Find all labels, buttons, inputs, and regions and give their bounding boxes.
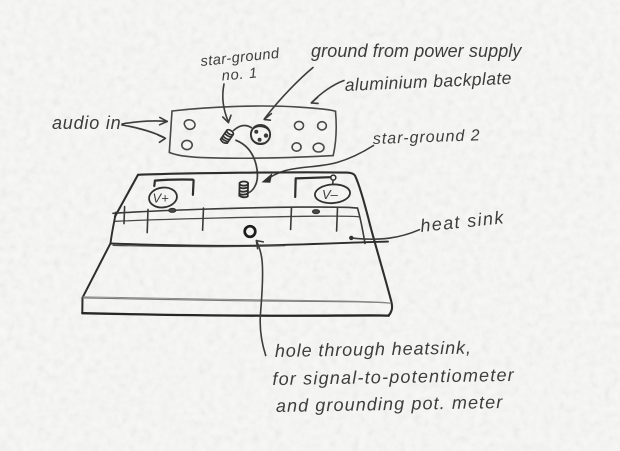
svg-text:ground from power supply: ground from power supply [311,41,522,61]
svg-text:audio in: audio in [52,113,121,133]
svg-text:and grounding pot. meter: and grounding pot. meter [276,392,504,416]
svg-text:V–: V– [322,187,339,202]
svg-text:V+: V+ [153,191,170,206]
svg-text:star-ground 2: star-ground 2 [373,127,481,148]
svg-text:for signal-to-potentiometer: for signal-to-potentiometer [272,365,515,389]
svg-text:no. 1: no. 1 [221,65,259,84]
svg-text:hole through heatsink,: hole through heatsink, [275,338,472,361]
